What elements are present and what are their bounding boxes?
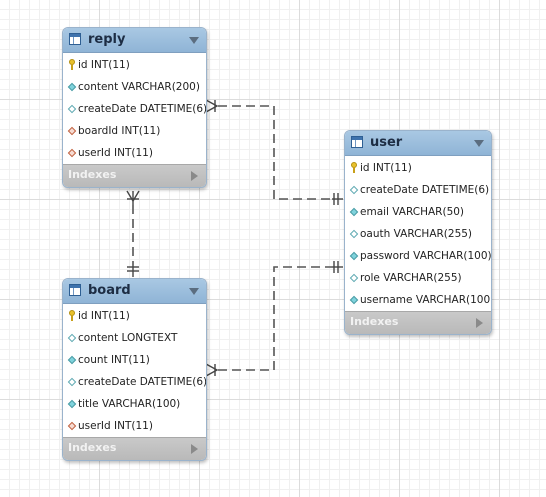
indexes-label: Indexes bbox=[68, 441, 117, 454]
connector-reply-user bbox=[218, 105, 332, 200]
table-header[interactable]: reply bbox=[63, 28, 206, 53]
column-list: id INT(11) content VARCHAR(200) createDate… bbox=[63, 53, 206, 164]
expand-arrow-icon[interactable] bbox=[476, 318, 483, 328]
column-label: boardId INT(11) bbox=[78, 125, 161, 137]
primary-key-icon bbox=[351, 162, 357, 173]
column-diamond-icon bbox=[67, 355, 77, 365]
column-row[interactable]: id INT(11) bbox=[63, 54, 206, 76]
table-board[interactable]: board id INT(11) content LONGTEXT count IN… bbox=[62, 278, 207, 461]
column-list: id INT(11) content LONGTEXT count INT(11) c… bbox=[63, 304, 206, 437]
column-row[interactable]: username VARCHAR(100) bbox=[345, 289, 491, 311]
table-icon bbox=[69, 284, 81, 296]
column-row[interactable]: email VARCHAR(50) bbox=[345, 201, 491, 223]
column-row[interactable]: count INT(11) bbox=[63, 349, 206, 371]
column-diamond-outline-icon bbox=[349, 229, 359, 239]
column-diamond-outline-icon bbox=[349, 185, 359, 195]
indexes-label: Indexes bbox=[68, 168, 117, 181]
collapse-caret-icon[interactable] bbox=[474, 140, 484, 147]
column-row[interactable]: oauth VARCHAR(255) bbox=[345, 223, 491, 245]
column-row[interactable]: content VARCHAR(200) bbox=[63, 76, 206, 98]
column-row[interactable]: password VARCHAR(100) bbox=[345, 245, 491, 267]
expand-arrow-icon[interactable] bbox=[191, 171, 198, 181]
table-header[interactable]: user bbox=[345, 131, 491, 156]
indexes-footer[interactable]: Indexes bbox=[63, 437, 206, 460]
column-row[interactable]: boardId INT(11) bbox=[63, 120, 206, 142]
column-row[interactable]: createDate DATETIME(6) bbox=[63, 98, 206, 120]
column-label: title VARCHAR(100) bbox=[78, 398, 181, 410]
column-row[interactable]: title VARCHAR(100) bbox=[63, 393, 206, 415]
expand-arrow-icon[interactable] bbox=[191, 444, 198, 454]
column-row[interactable]: userId INT(11) bbox=[63, 142, 206, 164]
column-label: userId INT(11) bbox=[78, 420, 153, 432]
table-title: board bbox=[88, 283, 131, 298]
primary-key-icon bbox=[69, 59, 75, 70]
table-icon bbox=[351, 136, 363, 148]
column-label: createDate DATETIME(6) bbox=[360, 184, 490, 196]
column-diamond-outline-icon bbox=[67, 377, 77, 387]
column-label: oauth VARCHAR(255) bbox=[360, 228, 473, 240]
column-row[interactable]: userId INT(11) bbox=[63, 415, 206, 437]
foreign-key-icon bbox=[67, 421, 77, 431]
column-diamond-icon bbox=[349, 295, 359, 305]
table-reply[interactable]: reply id INT(11) content VARCHAR(200) crea… bbox=[62, 27, 207, 188]
column-label: username VARCHAR(100) bbox=[360, 294, 492, 306]
column-row[interactable]: content LONGTEXT bbox=[63, 327, 206, 349]
column-row[interactable]: createDate DATETIME(6) bbox=[63, 371, 206, 393]
column-diamond-outline-icon bbox=[349, 273, 359, 283]
connector-board-user bbox=[218, 266, 332, 371]
column-diamond-icon bbox=[67, 399, 77, 409]
column-label: createDate DATETIME(6) bbox=[78, 376, 207, 388]
crowfoot-board-user bbox=[205, 363, 219, 377]
column-diamond-icon bbox=[67, 82, 77, 92]
indexes-footer[interactable]: Indexes bbox=[345, 311, 491, 334]
column-list: id INT(11) createDate DATETIME(6) email VA… bbox=[345, 156, 491, 311]
column-label: userId INT(11) bbox=[78, 147, 153, 159]
column-label: role VARCHAR(255) bbox=[360, 272, 462, 284]
column-row[interactable]: role VARCHAR(255) bbox=[345, 267, 491, 289]
column-row[interactable]: id INT(11) bbox=[63, 305, 206, 327]
collapse-caret-icon[interactable] bbox=[189, 288, 199, 295]
column-diamond-outline-icon bbox=[67, 333, 77, 343]
column-row[interactable]: createDate DATETIME(6) bbox=[345, 179, 491, 201]
foreign-key-icon bbox=[67, 148, 77, 158]
column-label: id INT(11) bbox=[360, 162, 412, 174]
primary-key-icon bbox=[69, 310, 75, 321]
column-row[interactable]: id INT(11) bbox=[345, 157, 491, 179]
column-diamond-outline-icon bbox=[67, 104, 77, 114]
column-label: id INT(11) bbox=[78, 310, 130, 322]
column-label: count INT(11) bbox=[78, 354, 150, 366]
column-label: email VARCHAR(50) bbox=[360, 206, 465, 218]
column-label: content VARCHAR(200) bbox=[78, 81, 200, 93]
indexes-footer[interactable]: Indexes bbox=[63, 164, 206, 187]
collapse-caret-icon[interactable] bbox=[189, 37, 199, 44]
column-label: password VARCHAR(100) bbox=[360, 250, 492, 262]
column-label: id INT(11) bbox=[78, 59, 130, 71]
table-header[interactable]: board bbox=[63, 279, 206, 304]
column-diamond-icon bbox=[349, 207, 359, 217]
table-title: user bbox=[370, 135, 403, 150]
foreign-key-icon bbox=[67, 126, 77, 136]
table-user[interactable]: user id INT(11) createDate DATETIME(6) ema… bbox=[344, 130, 492, 335]
crowfoot-reply-user bbox=[205, 99, 219, 113]
column-diamond-icon bbox=[349, 251, 359, 261]
column-label: content LONGTEXT bbox=[78, 332, 178, 344]
column-label: createDate DATETIME(6) bbox=[78, 103, 207, 115]
table-icon bbox=[69, 33, 81, 45]
indexes-label: Indexes bbox=[350, 315, 399, 328]
table-title: reply bbox=[88, 32, 126, 47]
